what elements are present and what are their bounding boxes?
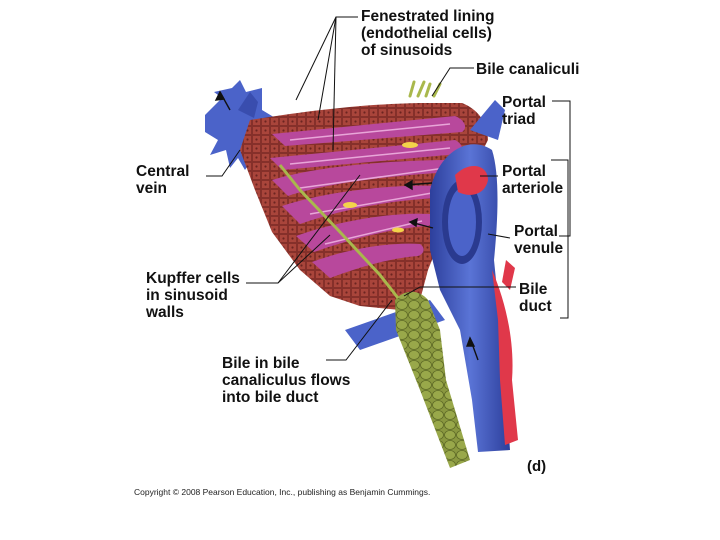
label-central-vein: Central vein: [136, 163, 190, 197]
flow-arrows: [214, 90, 479, 361]
hepatocyte-plates: [240, 103, 488, 310]
bile-duct-shape: [278, 80, 470, 468]
copyright-notice: Copyright © 2008 Pearson Education, Inc.…: [134, 487, 431, 497]
label-bile-flow: Bile in bile canaliculus flows into bile…: [222, 355, 351, 406]
label-portal-arteriole: Portal arteriole: [502, 163, 564, 197]
label-bile-duct: Bile duct: [519, 281, 552, 315]
label-portal-triad: Portal triad: [502, 94, 546, 128]
label-portal-venule: Portal venule: [514, 223, 564, 257]
central-vein-shape: [205, 80, 282, 170]
label-bile-canaliculi: Bile canaliculi: [476, 61, 580, 78]
panel-letter: (d): [527, 458, 547, 475]
label-fenestrated-lining: Fenestrated lining (endothelial cells) o…: [361, 8, 495, 59]
portal-arteriole-shape: [455, 165, 518, 445]
label-kupffer-cells: Kupffer cells in sinusoid walls: [146, 270, 240, 321]
leader-lines: [206, 16, 571, 361]
